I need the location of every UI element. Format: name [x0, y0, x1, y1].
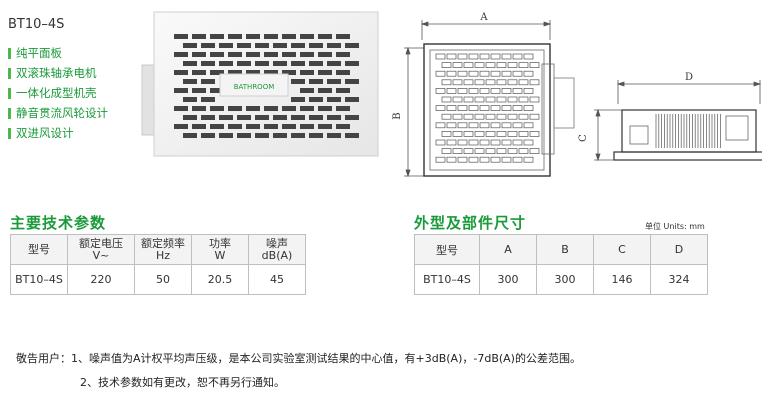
table-cell: BT10–4S	[10, 264, 68, 295]
spec-section-title: 主要技术参数	[10, 214, 107, 232]
table-cell: 324	[650, 264, 708, 295]
dim-label-c: C	[578, 134, 589, 142]
table-header-cell: A	[479, 234, 537, 265]
dimension-drawing: A B C D	[392, 12, 762, 178]
bullet-bar-icon	[8, 67, 11, 79]
feature-item: 一体化成型机壳	[8, 83, 108, 103]
feature-text: 纯平面板	[16, 46, 62, 60]
dimension-table: 型号 A B C D BT10–4S 300 300 146 324	[414, 234, 708, 295]
feature-text: 双滚珠轴承电机	[16, 66, 97, 80]
table-row: BT10–4S 300 300 146 324	[414, 264, 708, 295]
table-cell: 50	[134, 264, 192, 295]
dim-label-b: B	[392, 112, 403, 119]
feature-item: 双进风设计	[8, 123, 108, 143]
bullet-bar-icon	[8, 87, 11, 99]
note-line-2: 2、技术参数如有更改，恕不再另行通知。	[80, 376, 285, 389]
note-line-1: 敬告用户：1、噪声值为A计权平均声压级，是本公司实验室测试结果的中心值，有+3d…	[16, 352, 581, 365]
table-header-cell: C	[593, 234, 651, 265]
table-cell: 220	[67, 264, 135, 295]
table-cell: 146	[593, 264, 651, 295]
bullet-bar-icon	[8, 127, 11, 139]
model-title: BT10–4S	[8, 17, 65, 32]
feature-text: 静音贯流风轮设计	[16, 106, 108, 120]
product-badge: BATHROOM	[234, 83, 275, 91]
table-header-cell: D	[650, 234, 708, 265]
table-cell: BT10–4S	[414, 264, 480, 295]
feature-item: 双滚珠轴承电机	[8, 63, 108, 83]
dim-label-a: A	[479, 12, 488, 23]
product-image: BATHROOM	[141, 11, 379, 157]
table-cell: 300	[536, 264, 594, 295]
dim-section-title: 外型及部件尺寸	[414, 214, 527, 232]
table-row: BT10–4S 220 50 20.5 45	[10, 264, 306, 295]
dim-label-d: D	[685, 72, 693, 83]
unit-label: 单位 Units: mm	[645, 222, 705, 231]
feature-item: 静音贯流风轮设计	[8, 103, 108, 123]
feature-text: 双进风设计	[16, 126, 74, 140]
table-header-row: 型号 A B C D	[414, 234, 708, 265]
feature-text: 一体化成型机壳	[16, 86, 97, 100]
bullet-bar-icon	[8, 47, 11, 59]
feature-item: 纯平面板	[8, 43, 108, 63]
table-header-cell: B	[536, 234, 594, 265]
table-header-cell: 型号	[414, 234, 480, 265]
table-cell: 45	[248, 264, 306, 295]
table-cell: 20.5	[191, 264, 249, 295]
table-header-cell: 型号	[10, 234, 68, 265]
feature-list: 纯平面板 双滚珠轴承电机 一体化成型机壳 静音贯流风轮设计 双进风设计	[8, 43, 108, 143]
bullet-bar-icon	[8, 107, 11, 119]
table-cell: 300	[479, 264, 537, 295]
